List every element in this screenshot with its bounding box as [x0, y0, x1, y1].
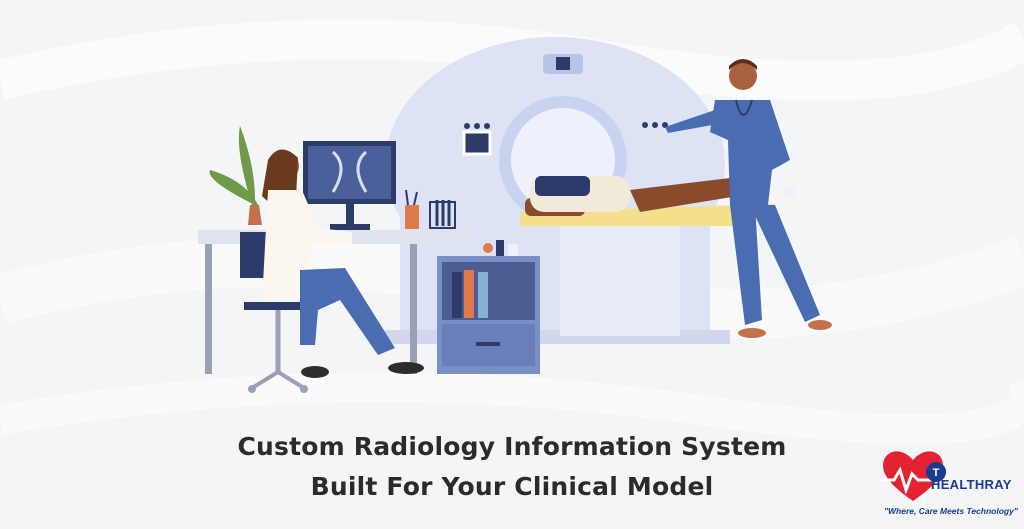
- headline-line-2: Built For Your Clinical Model: [310, 472, 714, 501]
- pen-cup: [405, 189, 419, 229]
- monitor: [303, 141, 396, 230]
- radiologist: [240, 149, 424, 393]
- svg-text:T: T: [933, 467, 940, 479]
- brand-tagline: "Where, Care Meets Technology": [884, 506, 1018, 516]
- brand-logo: T HEALTHRAY "Where, Care Meets Technolog…: [876, 446, 1018, 526]
- plant: [209, 126, 262, 225]
- test-tubes: [429, 200, 456, 229]
- brand-name: HEALTHRAY: [931, 477, 1012, 492]
- heart-pulse-icon: T: [878, 451, 948, 501]
- headline-line-1: Custom Radiology Information System: [237, 432, 787, 461]
- patient: [525, 176, 738, 216]
- technician: [665, 59, 832, 338]
- patient-couch: [520, 204, 775, 336]
- filing-cabinet: [437, 240, 540, 374]
